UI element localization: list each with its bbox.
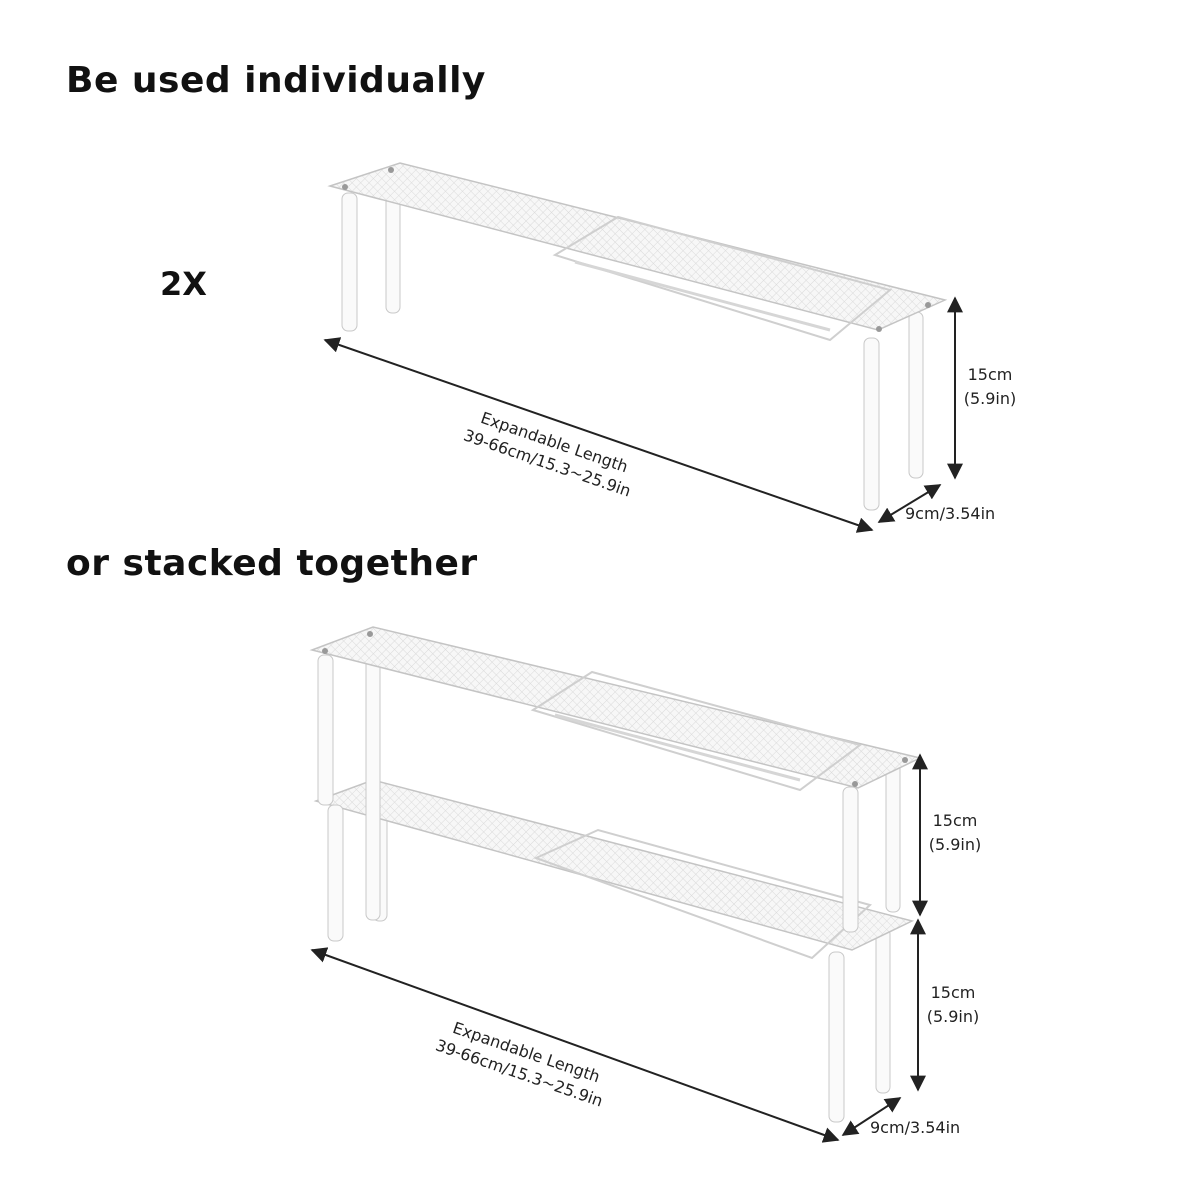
shelf-top [309,626,923,789]
upper-height-cm: 15cm [933,811,978,830]
quantity-label: 2X [160,265,207,303]
shelf-leg [341,192,358,332]
height-in: (5.9in) [964,389,1017,408]
lower-height-cm: 15cm [931,983,976,1002]
shelf-extension-tray [552,215,893,342]
heading-stacked: or stacked together [66,543,478,584]
shelf-top [327,162,948,331]
lower-height-in: (5.9in) [927,1007,980,1026]
shelf-leg [875,927,891,1094]
shelf-rail [574,260,831,332]
depth-dimension-line [877,484,942,523]
shelf-leg [885,759,901,913]
screw-dot [342,184,348,190]
shelf-leg [317,654,334,806]
screw-dot [876,326,882,332]
depth-label: 9cm/3.54in [905,504,995,523]
shelf-leg [908,311,924,479]
length-dimension-line [323,337,874,533]
shelf-extension-tray [533,828,873,960]
screw-dot [322,648,328,654]
single-shelf [327,162,948,511]
shelf-extension-tray [530,670,863,792]
depth-label: 9cm/3.54in [870,1118,960,1137]
screw-dot [367,631,373,637]
shelf-leg [842,786,859,933]
screw-dot [902,757,908,763]
shelf-leg [863,337,880,511]
shelf-leg [365,627,381,921]
stacked-shelf-bottom [313,779,915,1123]
shelf-leg [828,951,845,1123]
screw-dot [925,302,931,308]
height-cm: 15cm [968,365,1013,384]
stacked-shelf-top [309,626,923,933]
screw-dot [388,167,394,173]
length-dimension-line [310,947,840,1143]
upper-height-in: (5.9in) [929,835,982,854]
shelf-top [313,779,915,951]
screw-dot [852,781,858,787]
shelf-leg [327,804,344,942]
depth-dimension-line [841,1097,902,1136]
shelf-rail [554,713,801,782]
heading-individual: Be used individually [66,60,486,101]
